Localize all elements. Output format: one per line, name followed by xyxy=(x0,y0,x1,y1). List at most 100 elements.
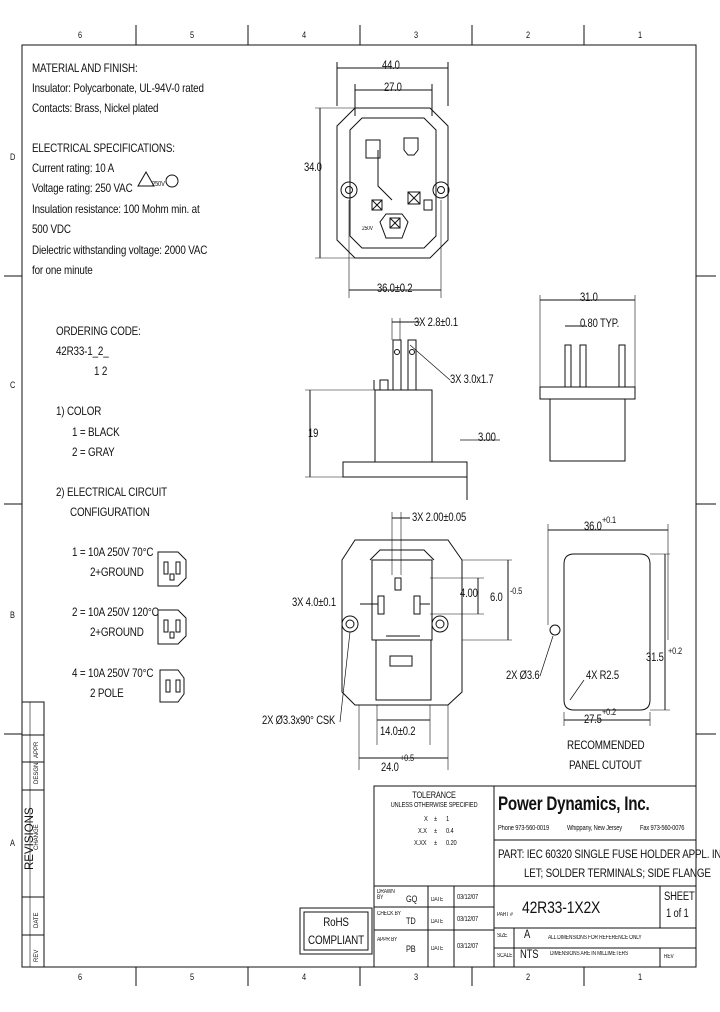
color-black: 1 = BLACK xyxy=(72,425,120,439)
dim-44: 44.0 xyxy=(382,60,400,72)
tol-r3a: X.XX xyxy=(414,840,427,847)
connector-symbol-4 xyxy=(159,669,185,703)
tol-r1c: 1 xyxy=(446,816,450,823)
part-description: PART: IEC 60320 SINGLE FUSE HOLDER APPL.… xyxy=(498,847,720,861)
partno-label: PART # xyxy=(497,912,513,918)
drawn-date-label: DATE xyxy=(431,897,444,903)
zone-2-top: 2 xyxy=(526,30,530,40)
ordering-code: 42R33-1_2_ xyxy=(56,344,109,358)
appr-label: APPR BY xyxy=(377,937,398,943)
size-label: SIZE xyxy=(497,933,508,939)
rev-col: REV xyxy=(34,949,40,962)
dim-6-tol: -0.5 xyxy=(510,586,523,596)
zone-3-bottom: 3 xyxy=(414,972,418,982)
option-4-b: 2 POLE xyxy=(90,686,124,700)
cutout-label-2: PANEL CUTOUT xyxy=(569,758,642,772)
desgn-col: DESGN xyxy=(34,762,40,784)
rohs-label: RoHS xyxy=(323,915,349,929)
dielectric-voltage: Dielectric withstanding voltage: 2000 VA… xyxy=(32,243,208,257)
part-description-2: LET; SOLDER TERMINALS; SIDE FLANGE xyxy=(524,866,711,880)
color-title: 1) COLOR xyxy=(56,404,102,418)
date-col: DATE xyxy=(34,912,40,928)
drawn-by: GQ xyxy=(406,894,418,904)
dim-200: 3X 2.00±0.05 xyxy=(412,512,467,524)
change-col: CHANGE xyxy=(34,824,40,850)
zone-5-top: 5 xyxy=(190,30,194,40)
cut-dim-315: 31.5 xyxy=(646,652,664,664)
dim-36-front: 36.0±0.2 xyxy=(377,283,413,295)
color-gray: 2 = GRAY xyxy=(72,445,115,459)
appr-date-label: DATE xyxy=(431,946,444,952)
company-phone: Phone 973-560-0019 xyxy=(498,825,549,832)
tol-r2b: ± xyxy=(434,828,437,835)
appr-by: PB xyxy=(406,944,416,954)
insulation-resistance-2: 500 VDC xyxy=(32,222,71,236)
zone-4-bottom: 4 xyxy=(302,972,306,982)
elec-spec-title: ELECTRICAL SPECIFICATIONS: xyxy=(32,141,175,155)
tol-r3b: ± xyxy=(434,840,437,847)
company-fax: Fax 973-560-0076 xyxy=(640,825,685,832)
tolerance-sub: UNLESS OTHERWISE SPECIFIED xyxy=(390,802,478,809)
reference-note: ALL DIMENSIONS FOR REFERENCE ONLY xyxy=(548,935,642,941)
option-1: 1 = 10A 250V 70°C xyxy=(72,545,154,559)
cut-dim-315-tol: +0.2 xyxy=(668,646,682,656)
material-title: MATERIAL AND FINISH: xyxy=(32,61,138,75)
drawn-label: DRAWN BY xyxy=(377,889,395,901)
sheet-label: SHEET xyxy=(664,891,695,903)
tol-r2c: 0.4 xyxy=(446,828,454,835)
voltage-rating: Voltage rating: 250 VAC xyxy=(32,181,133,195)
insulation-resistance: Insulation resistance: 100 Mohm min. at xyxy=(32,202,200,216)
units-note: DIMENSIONS ARE IN MILLIMETERS xyxy=(550,951,629,957)
connector-symbol-1 xyxy=(157,551,187,587)
cut-dim-36: 36.0 xyxy=(584,521,602,533)
rohs-label-2: COMPLIANT xyxy=(308,933,364,947)
cut-dim-radius: 4X R2.5 xyxy=(586,670,619,682)
tol-r1b: ± xyxy=(434,816,437,823)
connector-symbol-2 xyxy=(157,609,187,645)
dim-24-tol: +0.5 xyxy=(400,753,414,763)
zone-c: C xyxy=(10,380,16,390)
zone-2-bottom: 2 xyxy=(526,972,530,982)
zone-a: A xyxy=(10,838,15,848)
dim-14: 14.0±0.2 xyxy=(380,726,416,738)
zone-b: B xyxy=(10,610,15,620)
dim-19: 19 xyxy=(308,428,319,440)
option-1-b: 2+GROUND xyxy=(90,565,144,579)
cut-dim-275: 27.5 xyxy=(584,714,602,726)
cert-marking: 250V xyxy=(152,181,165,188)
cutout-label: RECOMMENDED xyxy=(567,738,645,752)
check-date: 03/12/07 xyxy=(457,916,479,923)
option-4: 4 = 10A 250V 70°C xyxy=(72,666,154,680)
dim-400: 4.00 xyxy=(460,588,478,600)
part-number: 42R33-1X2X xyxy=(522,898,601,917)
size-value: A xyxy=(524,929,531,941)
check-label: CHECK BY xyxy=(377,911,401,917)
option-2-b: 2+GROUND xyxy=(90,625,144,639)
tol-r2a: X.X xyxy=(418,828,427,835)
option-2: 2 = 10A 250V 120°C xyxy=(72,605,159,619)
company-city: Whippany, New Jersey xyxy=(567,825,623,832)
zone-d: D xyxy=(10,152,16,162)
dim-pins: 3X 2.8±0.1 xyxy=(414,317,458,329)
dielectric-voltage-2: for one minute xyxy=(32,263,93,277)
dim-6: 6.0 xyxy=(490,592,503,604)
circuit-title: 2) ELECTRICAL CIRCUIT xyxy=(56,485,168,499)
dim-34: 34.0 xyxy=(304,162,322,174)
zone-4-top: 4 xyxy=(302,30,306,40)
scale-label: SCALE xyxy=(497,953,513,959)
tolerance-title: TOLERANCE xyxy=(412,790,456,800)
appr-date: 03/12/07 xyxy=(457,943,479,950)
circuit-title-2: CONFIGURATION xyxy=(70,505,150,519)
dim-csk: 2X Ø3.3x90° CSK xyxy=(262,715,336,727)
insulator-spec: Insulator: Polycarbonate, UL-94V-0 rated xyxy=(32,81,204,95)
sheet-value: 1 of 1 xyxy=(666,908,689,920)
zone-1-bottom: 1 xyxy=(638,972,642,982)
dim-pin-size: 3X 3.0x1.7 xyxy=(450,374,494,386)
scale-value: NTS xyxy=(520,949,539,961)
cut-dim-dia: 2X Ø3.6 xyxy=(506,670,540,682)
check-by: TD xyxy=(406,916,416,926)
zone-5-bottom: 5 xyxy=(190,972,194,982)
check-date-label: DATE xyxy=(431,919,444,925)
drawn-date: 03/12/07 xyxy=(457,894,479,901)
